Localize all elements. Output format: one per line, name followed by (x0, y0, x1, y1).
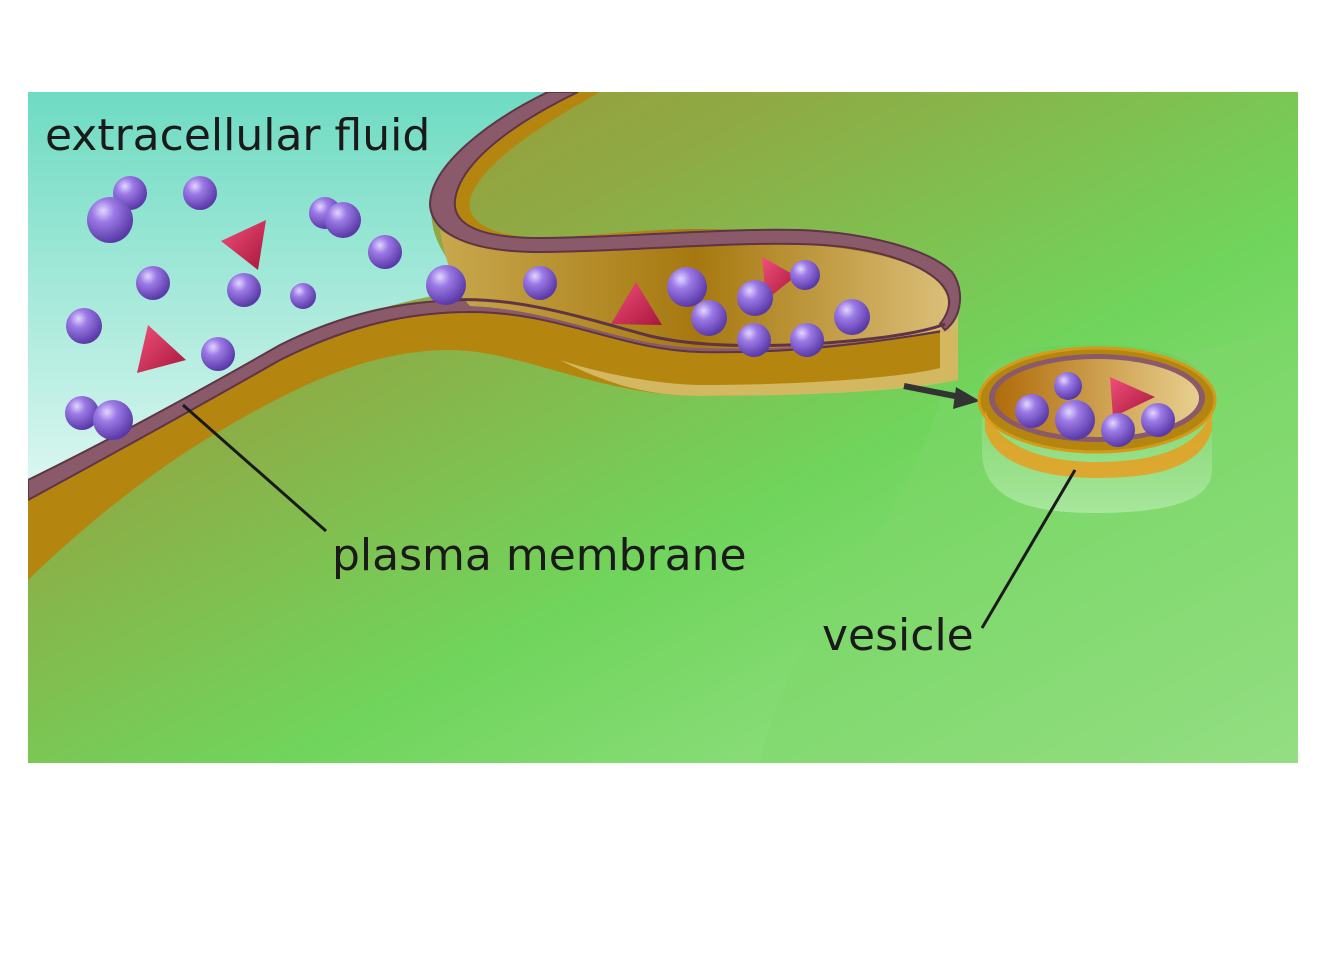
sphere-particle-icon (790, 260, 820, 290)
sphere-particle-icon (1055, 400, 1095, 440)
sphere-particle-icon (368, 235, 402, 269)
sphere-particle-icon (325, 202, 361, 238)
sphere-particle-icon (65, 396, 99, 430)
sphere-particle-icon (667, 267, 707, 307)
sphere-particle-icon (1054, 372, 1082, 400)
vesicle-edge (985, 410, 1212, 478)
plasma-membrane-label: plasma membrane (332, 530, 747, 581)
plasma-membrane-tan-layer (28, 312, 958, 580)
sphere-particle-icon (834, 299, 870, 335)
triangle-molecule-icon (1110, 377, 1155, 417)
sphere-particle-icon (136, 266, 170, 300)
triangle-molecule-icon (611, 282, 662, 325)
sphere-particle-icon (290, 283, 316, 309)
sphere-particle-icon (790, 323, 824, 357)
extracellular-particles (65, 176, 466, 440)
membrane-leader-line (182, 403, 327, 533)
triangle-molecule-icon (137, 325, 186, 373)
vesicle (977, 345, 1217, 513)
sphere-particle-icon (737, 280, 773, 316)
extracellular-region (28, 92, 548, 490)
sphere-particle-icon (93, 400, 133, 440)
sphere-particle-icon (737, 323, 771, 357)
triangle-molecule-icon (221, 220, 266, 270)
sphere-particle-icon (1101, 413, 1135, 447)
sphere-particle-icon (227, 273, 261, 307)
pocket-particles (523, 257, 870, 357)
sphere-particle-icon (1141, 403, 1175, 437)
right-arrow-icon (903, 383, 980, 409)
vesicle-label: vesicle (822, 610, 974, 661)
sphere-particle-icon (426, 265, 466, 305)
sphere-particle-icon (183, 176, 217, 210)
membrane-pocket-rim (449, 298, 946, 348)
sphere-particle-icon (87, 197, 133, 243)
sphere-particle-icon (523, 266, 557, 300)
sphere-particle-icon (66, 308, 102, 344)
sphere-particle-icon (1015, 394, 1049, 428)
sphere-particle-icon (201, 337, 235, 371)
extracellular-fluid-label: extracellular fluid (45, 110, 430, 161)
sphere-particle-icon (691, 300, 727, 336)
vesicle-leader-line (980, 469, 1077, 629)
plasma-membrane-upper-outer (428, 92, 962, 332)
